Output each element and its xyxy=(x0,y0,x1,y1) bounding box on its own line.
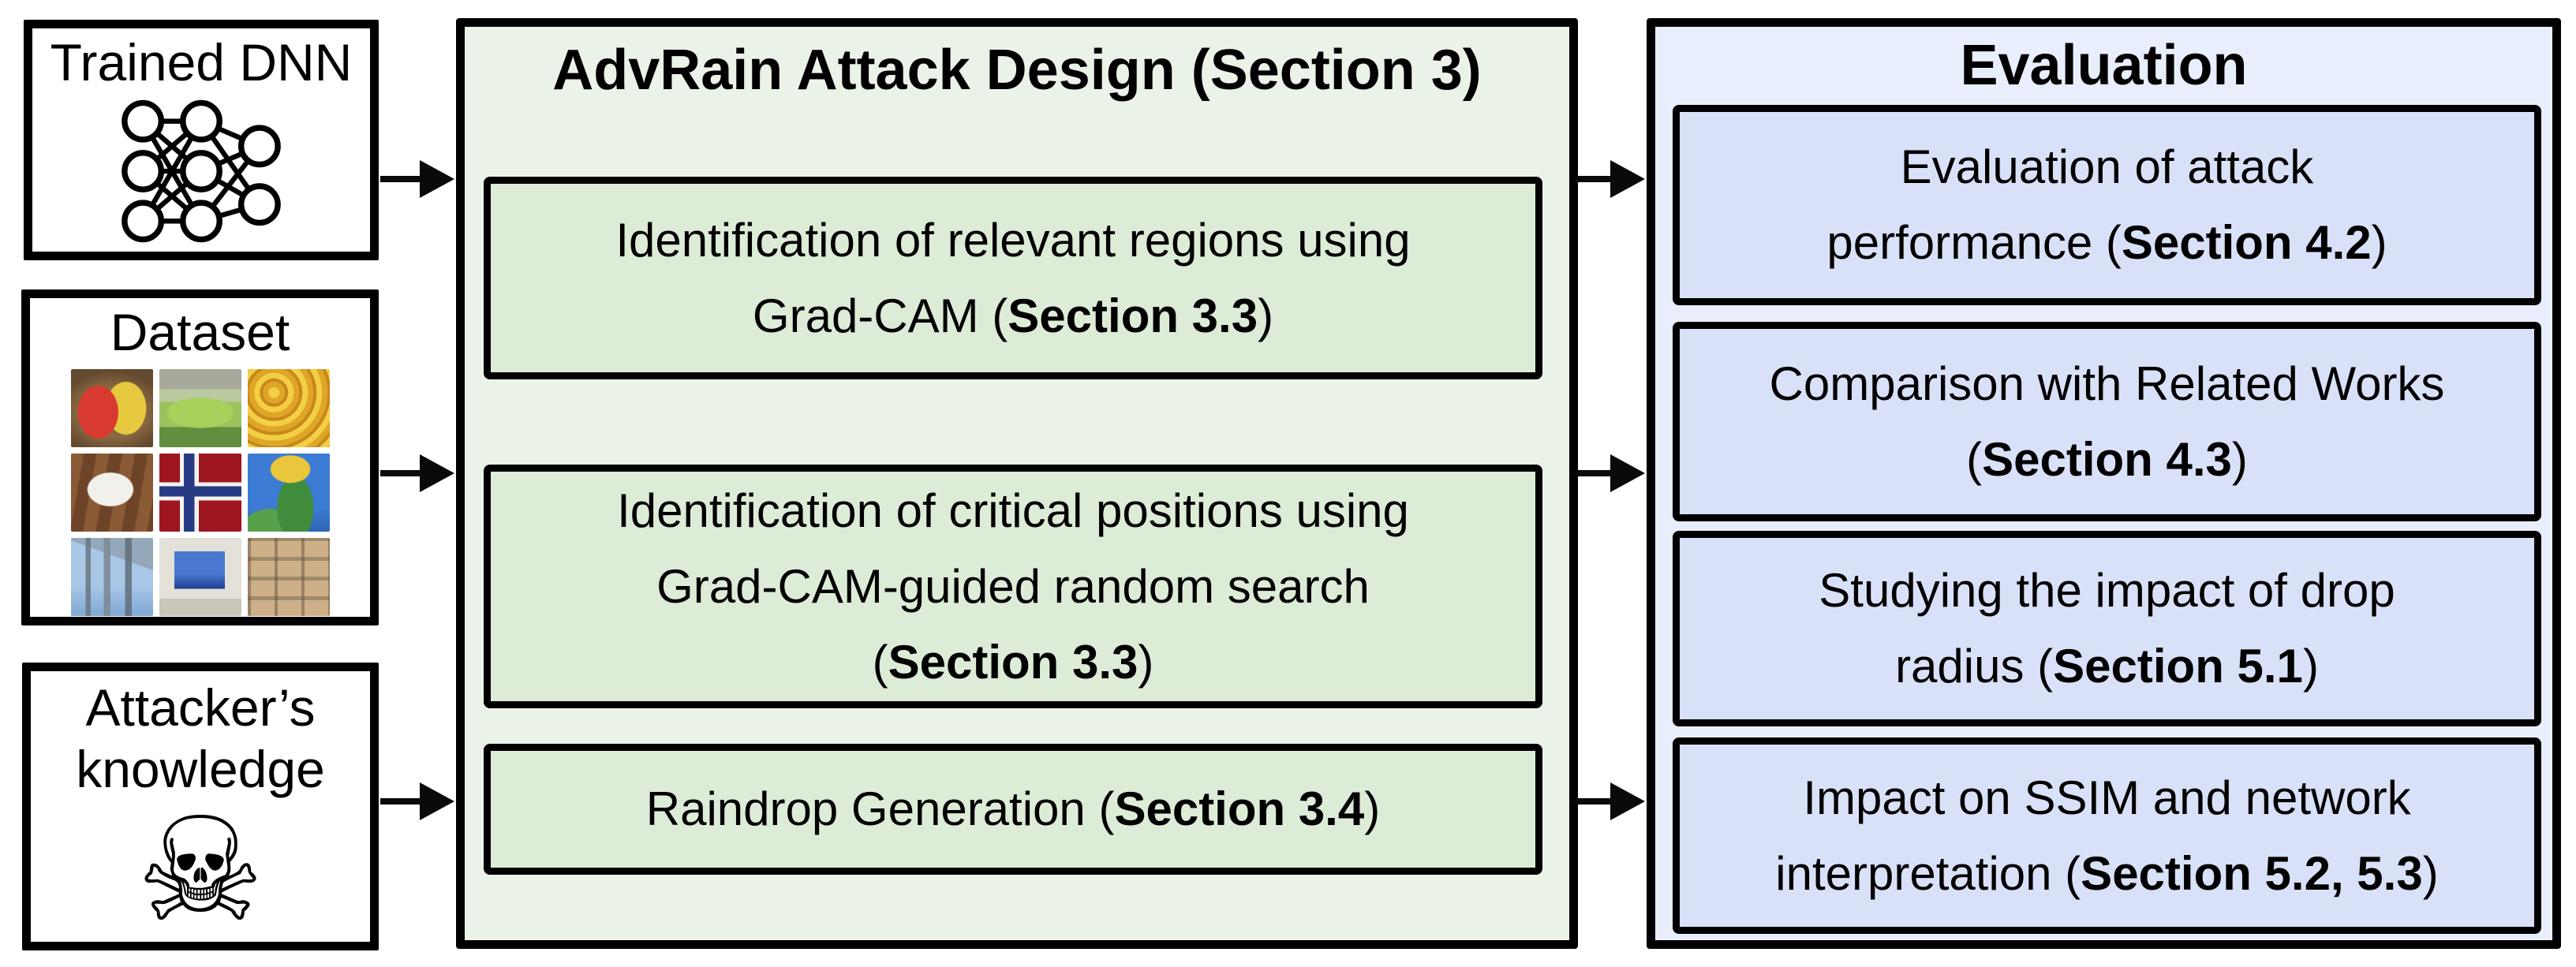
design-panel: AdvRain Attack Design (Section 3) Identi… xyxy=(456,18,1578,949)
design-panel-title: AdvRain Attack Design (Section 3) xyxy=(552,39,1482,102)
step-line: Identification of critical positions usi… xyxy=(617,473,1409,549)
step-line: performance (Section 4.2) xyxy=(1826,205,2387,281)
text-segment: radius ( xyxy=(1895,640,2054,693)
text-segment: ) xyxy=(1364,782,1381,835)
arrow-head xyxy=(1610,160,1645,198)
arrow-head xyxy=(420,454,454,492)
step-line: Comparison with Related Works xyxy=(1770,346,2445,422)
dataset-image-crt-monitor xyxy=(159,537,241,616)
step-line: Evaluation of attack xyxy=(1826,129,2387,205)
text-segment: ) xyxy=(2302,640,2319,693)
arrow-design-to-eval-3 xyxy=(1575,782,1645,820)
text-segment: Studying the impact of drop xyxy=(1819,564,2395,617)
step-line: Impact on SSIM and network xyxy=(1775,760,2438,836)
step-line: Grad-CAM (Section 3.3) xyxy=(615,278,1410,354)
arrow-shaft xyxy=(1575,176,1615,182)
dataset-image-industrial-plant xyxy=(70,537,153,616)
section-ref: Section 5.2, 5.3 xyxy=(2081,846,2423,900)
text-segment: ( xyxy=(872,635,888,689)
neural-network-graphic xyxy=(122,99,281,243)
text-segment: performance ( xyxy=(1826,216,2122,269)
text-segment: Identification of relevant regions using xyxy=(615,213,1411,267)
step-text: Raindrop Generation (Section 3.4) xyxy=(646,771,1380,847)
text-segment: ) xyxy=(1258,289,1274,342)
step-line: Raindrop Generation (Section 3.4) xyxy=(646,771,1380,847)
step-line: Grad-CAM-guided random search xyxy=(617,549,1409,625)
dataset-image-grid xyxy=(70,368,330,616)
step-text: Identification of relevant regions using… xyxy=(615,203,1410,354)
step-line: radius (Section 5.1) xyxy=(1819,629,2395,704)
skull-and-crossbones-icon: ☠ xyxy=(136,798,264,942)
arrow-shaft xyxy=(380,798,424,805)
section-ref: Section 4.2 xyxy=(2121,216,2372,269)
arrow-head xyxy=(420,782,454,820)
dataset-image-cactus-flower xyxy=(247,453,330,532)
section-ref: Section 3.4 xyxy=(1114,782,1365,835)
eval-item-related-works: Comparison with Related Works (Section 4… xyxy=(1673,322,2541,521)
text-segment: ) xyxy=(2231,432,2248,486)
text-segment: Identification of critical positions usi… xyxy=(617,484,1409,537)
section-ref: Section 4.3 xyxy=(1982,432,2232,486)
text-segment: Impact on SSIM and network xyxy=(1803,771,2411,824)
step-text: Comparison with Related Works (Section 4… xyxy=(1770,346,2445,498)
attacker-knowledge-label-line2: knowledge xyxy=(76,739,325,798)
evaluation-panel: Evaluation Evaluation of attack performa… xyxy=(1647,18,2561,949)
dataset-image-green-car xyxy=(159,368,241,447)
arrow-shaft xyxy=(1575,798,1615,805)
evaluation-panel-title: Evaluation xyxy=(1960,34,2248,97)
text-segment: Grad-CAM ( xyxy=(752,289,1008,342)
arrow-design-to-eval-2 xyxy=(1575,454,1645,492)
text-segment: ) xyxy=(2371,216,2387,269)
text-segment: ) xyxy=(2422,846,2439,900)
attacker-knowledge-label-line1: Attacker’s xyxy=(85,678,316,737)
arrow-head xyxy=(1610,454,1645,492)
step-text: Identification of critical positions usi… xyxy=(617,473,1409,700)
eval-item-ssim-interpretation: Impact on SSIM and network interpretatio… xyxy=(1673,737,2541,934)
step-text: Studying the impact of drop radius (Sect… xyxy=(1819,553,2395,704)
arrow-trained-dnn-to-design xyxy=(380,160,454,198)
arrow-dataset-to-design xyxy=(380,454,454,492)
arrow-attacker-to-design xyxy=(380,782,454,820)
neural-network-icon xyxy=(114,96,289,246)
input-box-trained-dnn: Trained DNN xyxy=(24,20,379,260)
arrow-shaft xyxy=(1575,470,1615,476)
text-segment: Comparison with Related Works xyxy=(1769,357,2445,410)
arrow-shaft xyxy=(380,176,424,182)
eval-item-attack-performance: Evaluation of attack performance (Sectio… xyxy=(1673,105,2541,305)
text-segment: ) xyxy=(1138,635,1154,689)
step-line: (Section 3.3) xyxy=(617,625,1409,700)
text-segment: Raindrop Generation ( xyxy=(645,782,1115,835)
step-line: interpretation (Section 5.2, 5.3) xyxy=(1775,836,2438,912)
input-box-attacker-knowledge: Attacker’s knowledge ☠ xyxy=(22,663,379,950)
arrow-head xyxy=(1610,782,1645,820)
step-text: Impact on SSIM and network interpretatio… xyxy=(1775,760,2438,912)
section-ref: Section 3.3 xyxy=(1008,289,1258,342)
text-segment: Grad-CAM-guided random search xyxy=(656,559,1370,613)
design-step-critical-positions: Identification of critical positions usi… xyxy=(484,465,1542,708)
text-segment: Evaluation of attack xyxy=(1900,140,2314,193)
dataset-image-norwegian-flag xyxy=(159,453,241,532)
arrow-design-to-eval-1 xyxy=(1575,160,1645,198)
dataset-label: Dataset xyxy=(110,303,290,361)
dataset-image-goat-on-deck xyxy=(70,453,153,532)
section-ref: Section 3.3 xyxy=(888,635,1138,689)
design-step-relevant-regions: Identification of relevant regions using… xyxy=(484,177,1542,379)
arrow-head xyxy=(420,160,454,198)
dataset-image-stone-wall xyxy=(247,537,330,616)
step-text: Evaluation of attack performance (Sectio… xyxy=(1826,129,2387,281)
text-segment: interpretation ( xyxy=(1775,846,2081,900)
step-line: Identification of relevant regions using xyxy=(615,203,1410,278)
eval-item-drop-radius: Studying the impact of drop radius (Sect… xyxy=(1673,531,2541,726)
step-line: Studying the impact of drop xyxy=(1819,553,2395,629)
section-ref: Section 5.1 xyxy=(2053,640,2303,693)
input-box-dataset: Dataset xyxy=(21,289,379,625)
dataset-image-corn-kernels xyxy=(247,368,330,447)
step-line: (Section 4.3) xyxy=(1770,422,2445,498)
dataset-image-eggs-in-nest xyxy=(70,368,153,447)
trained-dnn-label: Trained DNN xyxy=(50,33,353,91)
arrow-shaft xyxy=(380,470,424,476)
design-step-raindrop-generation: Raindrop Generation (Section 3.4) xyxy=(484,744,1542,875)
text-segment: ( xyxy=(1966,432,1983,486)
skull-glyph: ☠ xyxy=(136,789,265,950)
